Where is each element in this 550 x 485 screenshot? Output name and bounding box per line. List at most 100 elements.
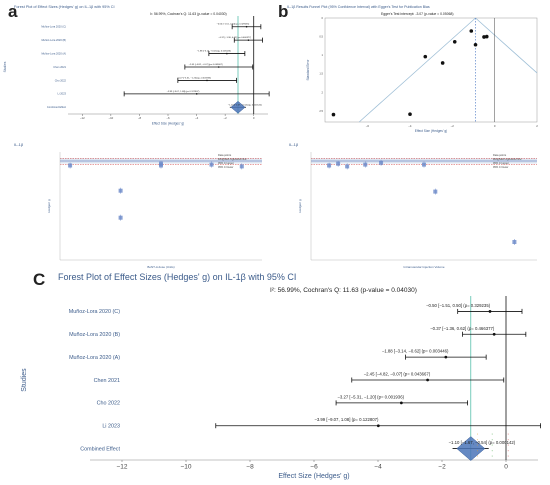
weight-marker-c: ' bbox=[508, 450, 509, 456]
study-label: Cho 2022 bbox=[97, 401, 120, 407]
x-tick-label: 0 bbox=[253, 116, 255, 120]
weight-marker-a: ' bbox=[477, 445, 478, 451]
study-point bbox=[331, 112, 336, 117]
funnel-plot: IL-1β Results Funnel Plot (95% Confidenc… bbox=[287, 5, 538, 133]
x-tick-label: −8 bbox=[138, 116, 142, 120]
combined-annotation: −1.10 [−1.67, −0.54] (p= 0.000142) bbox=[228, 104, 262, 106]
y-tick-label: 1.5 bbox=[319, 72, 323, 76]
study-point bbox=[484, 34, 489, 39]
weight-marker-c: ' bbox=[508, 445, 509, 451]
weight-marker-b: ' bbox=[492, 445, 493, 451]
forest-plot-large: Forest Plot of Effect Sizes (Hedges' g) … bbox=[21, 272, 541, 480]
data-point bbox=[433, 189, 438, 194]
forest-plot-small: Forest Plot of Effect Sizes (Hedges' g) … bbox=[3, 5, 270, 126]
legend-item: 95% CI lower bbox=[493, 165, 509, 169]
x-tick-label: 0 bbox=[494, 124, 496, 128]
study-label: Chen 2021 bbox=[94, 378, 120, 384]
study-label: Muñoz-Lora 2020 (C) bbox=[69, 309, 120, 315]
weight-marker-c: ' bbox=[508, 456, 509, 462]
panel-letter-c: C bbox=[33, 270, 46, 289]
x-tick-label: −6 bbox=[366, 124, 370, 128]
x-axis-label: Intramuscular Injection Volume bbox=[403, 265, 444, 269]
y-axis-label: Hedges' g bbox=[47, 199, 51, 213]
study-label: Muñoz-Lora 2020 (B) bbox=[69, 332, 120, 338]
y-tick-label: 0 bbox=[322, 16, 324, 20]
effect-point bbox=[245, 25, 248, 28]
effect-point bbox=[206, 79, 208, 82]
effect-point bbox=[444, 355, 448, 359]
effect-annotation: −3.27 [−5.31, −1.20] (p= 0.001936) bbox=[177, 77, 211, 79]
chart-subtitle: I²: 56.99%, Cochran's Q: 11.63 (p-value … bbox=[150, 12, 227, 16]
y-tick-label: 1 bbox=[322, 53, 324, 57]
effect-annotation: −2.45 [−4.82, −0.07] (p= 0.043667) bbox=[364, 372, 431, 377]
data-point bbox=[379, 160, 384, 165]
legend-item: Weighted regression line bbox=[493, 157, 522, 161]
weight-marker-a: ' bbox=[477, 450, 478, 456]
combined-label: Combined Effect bbox=[80, 446, 120, 452]
effect-point bbox=[226, 52, 228, 55]
effect-annotation: −3.27 [−5.31, −1.20] (p= 0.001936) bbox=[337, 394, 404, 399]
data-point bbox=[118, 215, 123, 220]
weight-marker-a: ' bbox=[477, 456, 478, 462]
effect-annotation: −0.50 [−1.51, 0.50] (p= 0.329235) bbox=[426, 303, 491, 308]
data-point bbox=[363, 162, 368, 167]
effect-point bbox=[488, 310, 492, 313]
y-axis-label: Standard Error bbox=[306, 59, 310, 81]
combined-label: Combined Effect bbox=[47, 105, 66, 109]
weight-marker-b: ' bbox=[492, 434, 493, 440]
effect-annotation: −1.88 [−3.14, −0.62] (p= 0.003446) bbox=[197, 51, 231, 53]
x-tick-label: −4 bbox=[408, 124, 412, 128]
study-label: Muñoz-Lora 2020 (C) bbox=[41, 25, 66, 29]
study-point bbox=[469, 29, 474, 33]
effect-point bbox=[376, 424, 380, 428]
data-point bbox=[159, 163, 163, 168]
x-axis-label: Effect Size (Hedges' g) bbox=[152, 122, 184, 126]
study-label: Cho 2022 bbox=[55, 78, 67, 82]
data-point bbox=[345, 164, 350, 169]
x-tick-label: −6 bbox=[166, 116, 170, 120]
x-tick-label: 0 bbox=[504, 464, 508, 471]
combined-diamond bbox=[456, 436, 486, 461]
study-point bbox=[473, 42, 478, 47]
x-tick-label: −6 bbox=[310, 464, 318, 471]
data-point bbox=[512, 240, 517, 244]
chart-subtitle: Egger's Test intercept: -3.07 (p-value =… bbox=[381, 12, 454, 16]
combined-annotation: −1.10 [−1.67, −0.54] (p= 0.000142) bbox=[449, 440, 516, 445]
x-tick-label: −2 bbox=[438, 464, 446, 471]
y-axis-label: Studies bbox=[21, 368, 28, 392]
weight-marker-a: ' bbox=[477, 434, 478, 440]
x-tick-label: −12 bbox=[116, 464, 127, 471]
effect-point bbox=[195, 93, 198, 95]
x-tick-label: −4 bbox=[374, 464, 382, 471]
effect-annotation: −0.37 [−1.36, 0.62] (p= 0.466377) bbox=[218, 37, 251, 39]
study-label: Li 2023 bbox=[57, 92, 66, 96]
study-point bbox=[440, 61, 445, 65]
chart-title: IL-1β Results Funnel Plot (95% Confidenc… bbox=[287, 5, 430, 9]
study-point bbox=[482, 35, 486, 39]
x-axis-label: Effect Size (Hedges' g) bbox=[415, 129, 447, 133]
effect-point bbox=[247, 39, 250, 41]
plot-frame bbox=[324, 17, 538, 123]
y-tick-label: 2.5 bbox=[319, 109, 323, 113]
y-axis-label: Studies bbox=[3, 61, 7, 72]
data-point bbox=[209, 162, 214, 167]
data-point bbox=[239, 164, 244, 169]
weight-marker-c: ' bbox=[508, 434, 509, 440]
study-label: Muñoz-Lora 2020 (B) bbox=[41, 38, 66, 42]
panel-letter-b: b bbox=[278, 2, 289, 21]
study-label: Chen 2021 bbox=[53, 65, 66, 69]
weight-marker-b: ' bbox=[492, 450, 493, 456]
x-axis-label: BoNT-A dose (Units) bbox=[147, 265, 174, 269]
effect-point bbox=[492, 332, 496, 336]
funnel-right bbox=[475, 17, 538, 74]
x-tick-label: −2 bbox=[224, 116, 228, 120]
x-tick-label: −10 bbox=[108, 116, 113, 120]
weight-marker-c: ' bbox=[508, 439, 509, 445]
effect-annotation: −0.50 [−1.51, 0.50] (p= 0.329235) bbox=[217, 24, 250, 26]
study-point bbox=[423, 54, 428, 59]
legend-item: Weighted regression line bbox=[218, 157, 247, 161]
chart-title: Forest Plot of Effect Sizes (Hedges' g) … bbox=[58, 272, 296, 282]
study-point bbox=[452, 39, 457, 44]
effect-annotation: −3.99 [−9.07, 1.08] (p= 0.122807) bbox=[314, 417, 379, 422]
